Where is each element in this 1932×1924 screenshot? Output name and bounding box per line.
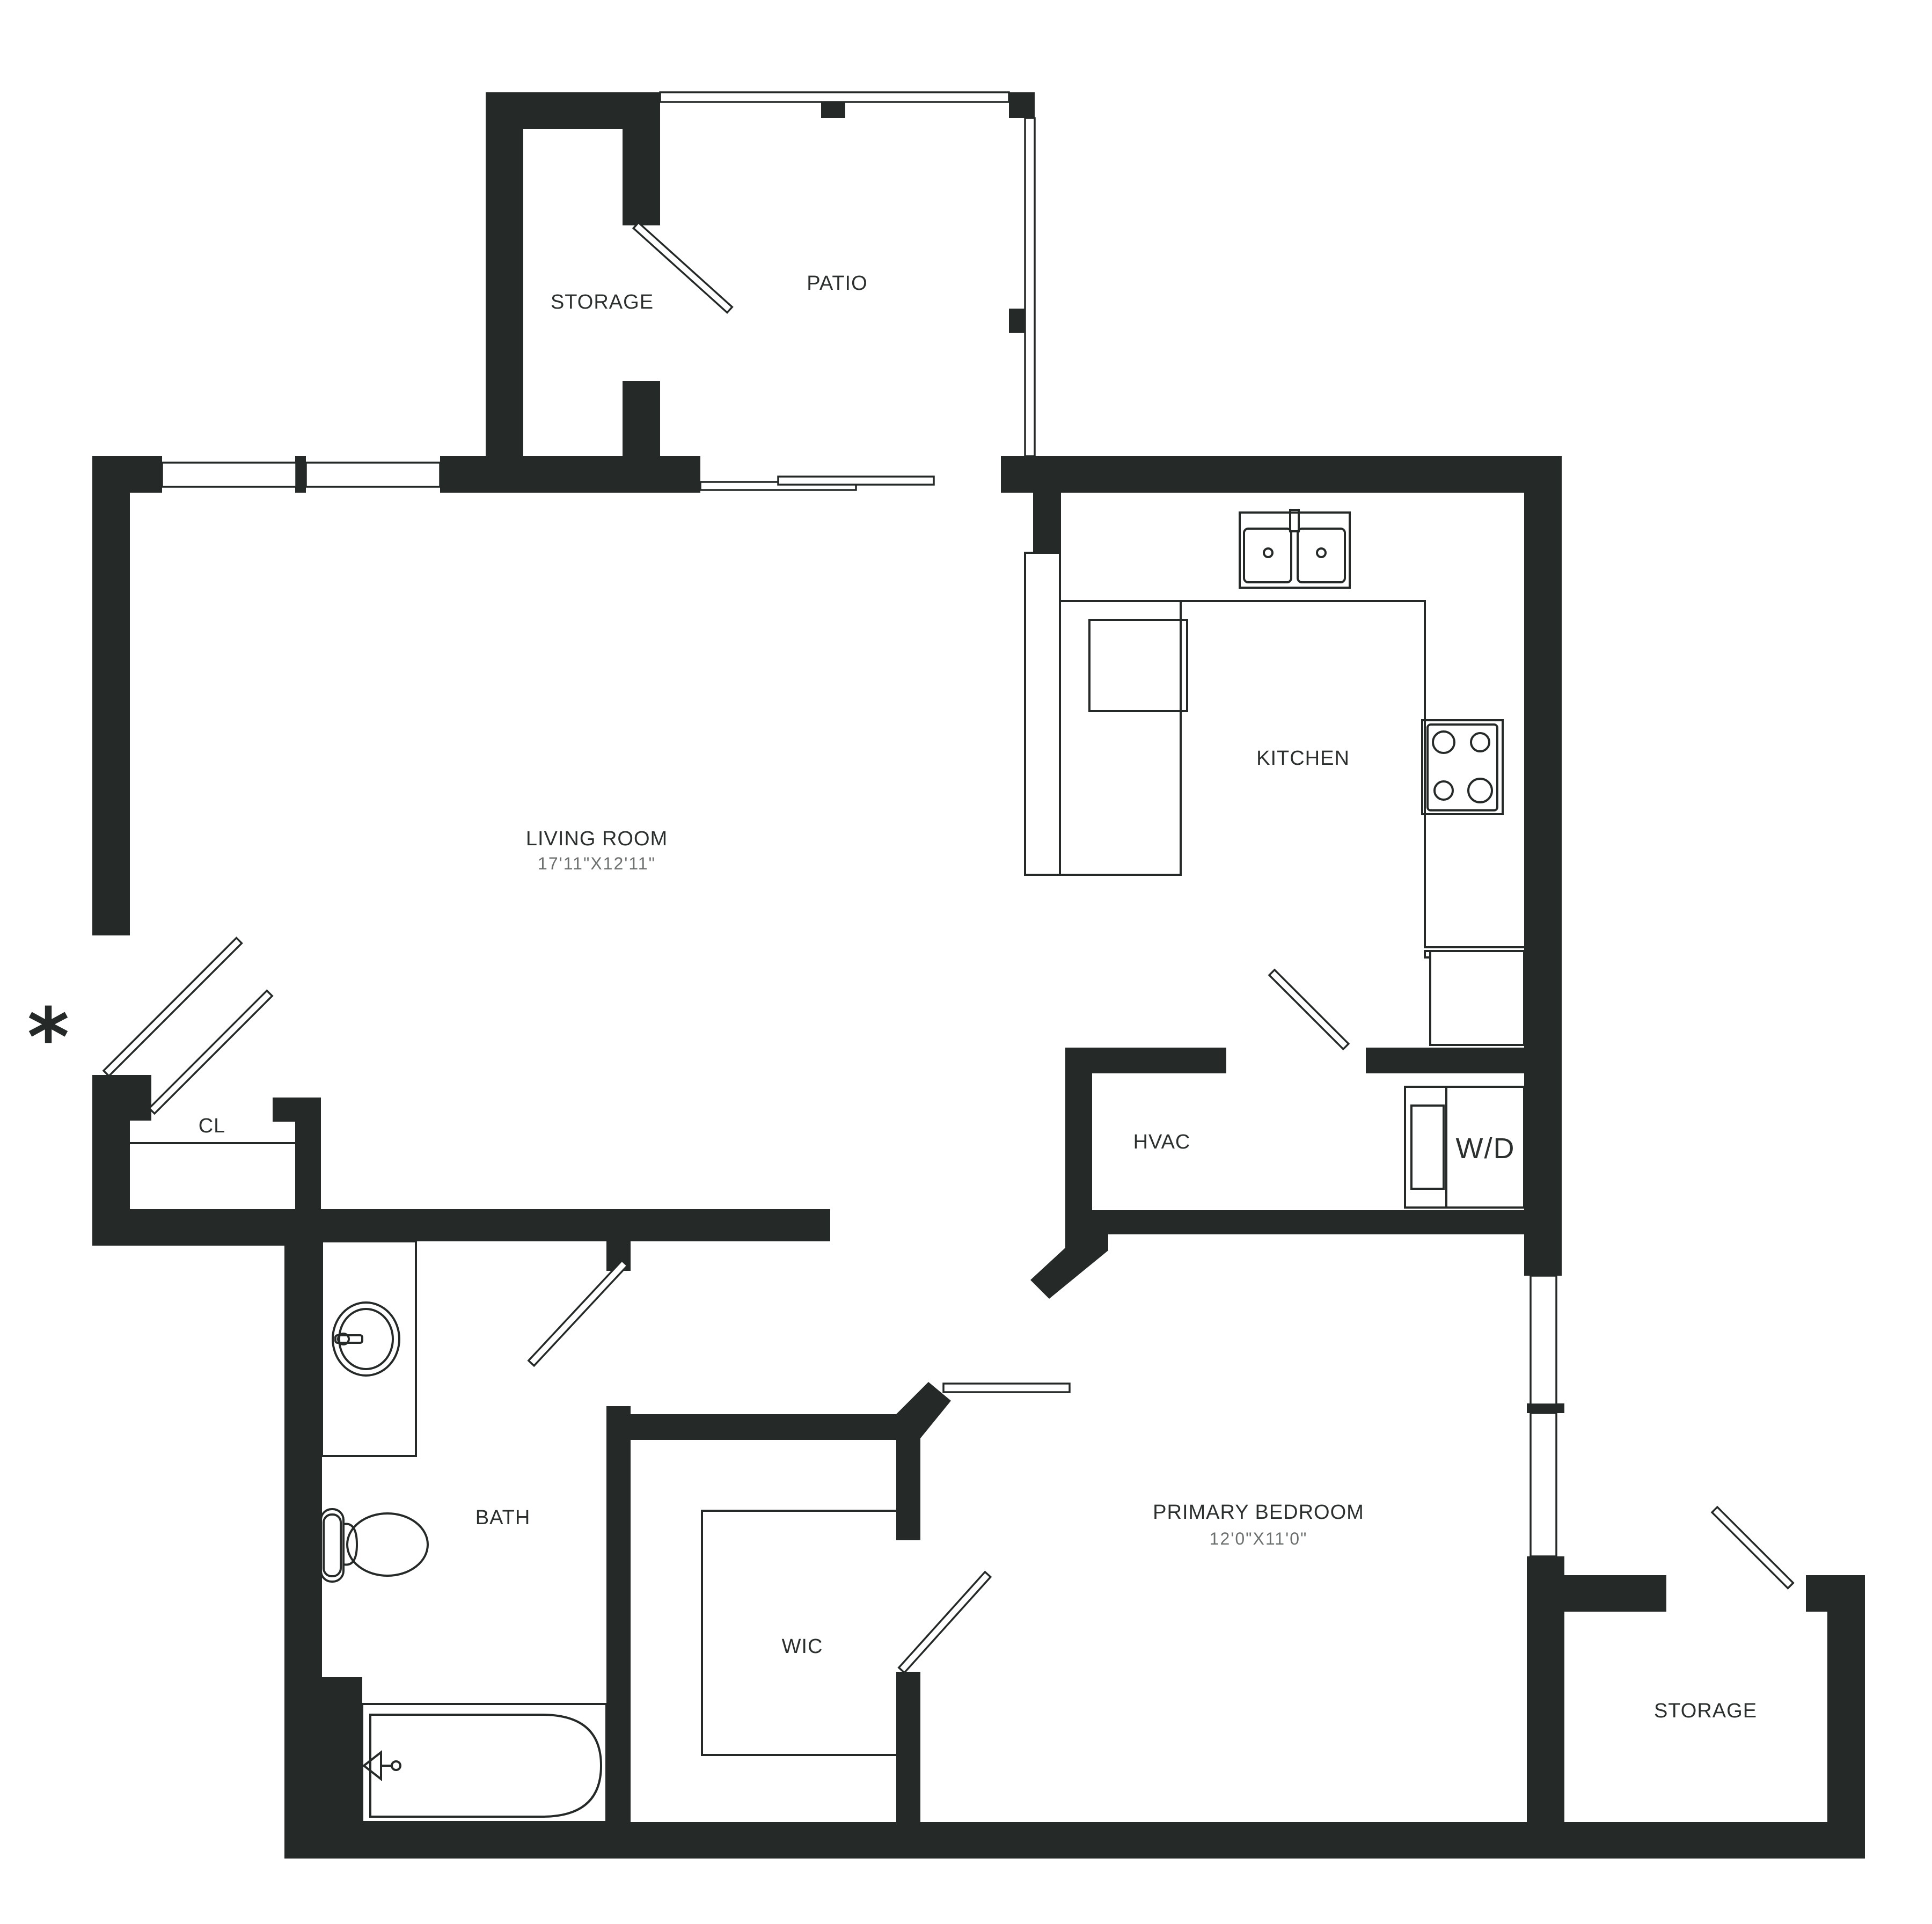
bath-fixtures [320,1240,608,1823]
room-label-washer-dryer: W/D [1456,1132,1516,1165]
refrigerator-icon [1088,619,1182,712]
room-labels: STORAGE PATIO LIVING ROOM 17'11"X12'11" … [199,272,1757,1722]
wic-shelf [701,1510,896,1756]
room-label-hvac: HVAC [1133,1131,1191,1153]
room-label-kitchen: KITCHEN [1256,747,1350,770]
doors [102,221,1795,1674]
room-label-wic: WIC [782,1635,823,1658]
room-label-living-room: LIVING ROOM [526,828,668,850]
washer-dryer-icon [1404,1086,1525,1209]
room-dimension-primary-bedroom: 12'0"X11'0" [1210,1529,1308,1548]
room-label-bath: BATH [475,1506,531,1529]
bathtub-icon [361,1703,608,1823]
toilet-icon [320,1508,429,1583]
kitchen-fixtures [1024,509,1527,1209]
entry-marker: * [27,991,69,1085]
sink-icon [332,1301,400,1377]
room-label-patio: PATIO [807,272,867,295]
walls [92,92,1865,1859]
room-label-storage-bottom: STORAGE [1654,1700,1757,1722]
room-dimension-living-room: 17'11"X12'11" [538,854,656,873]
room-label-storage-top: STORAGE [551,291,654,313]
room-label-closet: CL [199,1115,226,1137]
windows [161,91,1557,1557]
vanity [321,1240,417,1457]
sink-icon [1239,509,1351,589]
room-label-primary-bedroom: PRIMARY BEDROOM [1153,1501,1364,1524]
stove-icon [1421,719,1504,815]
